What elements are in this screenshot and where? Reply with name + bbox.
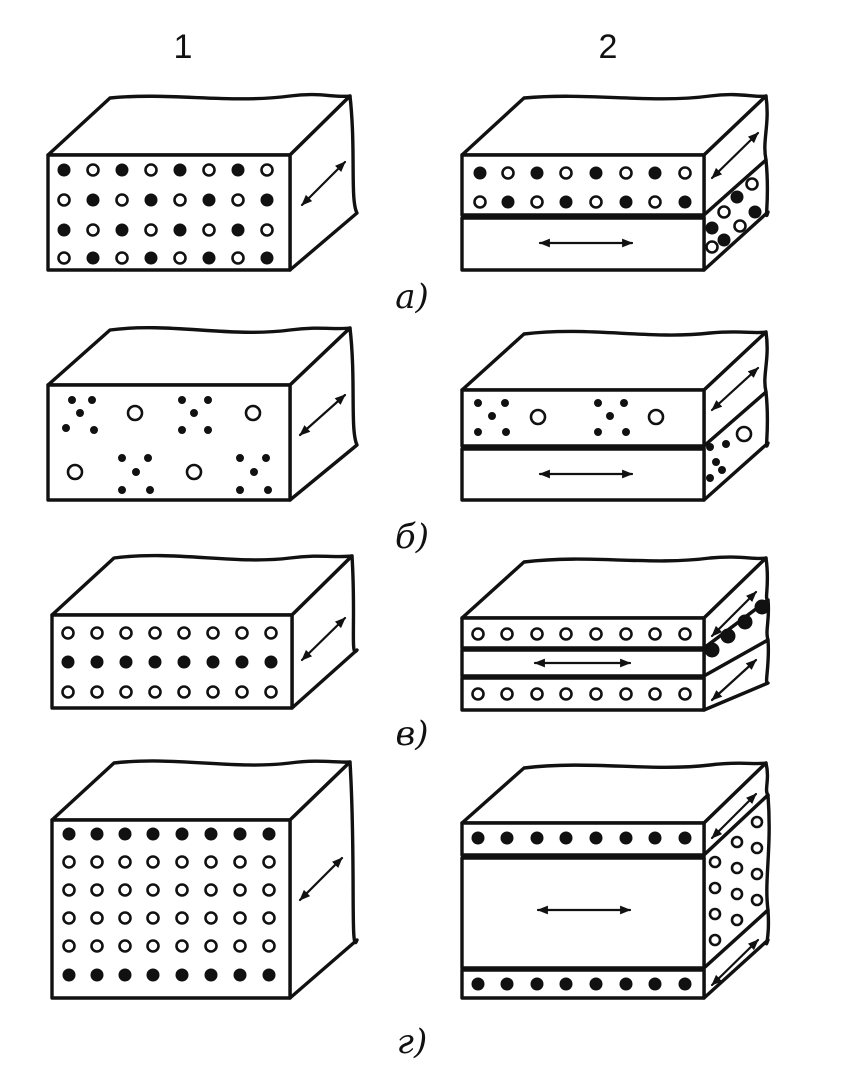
block-1a — [46, 92, 359, 272]
panel-label-g: г) — [397, 1022, 427, 1062]
dot-rows — [57, 163, 274, 265]
block-2a — [460, 92, 770, 272]
column-label-2: 2 — [599, 28, 618, 66]
panel-label-a: а) — [395, 277, 429, 317]
block-2v — [460, 555, 771, 712]
block-1v — [50, 553, 359, 710]
block-2b — [460, 329, 770, 502]
block-1b — [46, 325, 359, 502]
panel-label-b: б) — [395, 517, 429, 557]
panel-label-v: в) — [395, 714, 428, 754]
column-label-1: 1 — [174, 28, 193, 66]
block-2g — [460, 761, 771, 1000]
block-1g — [50, 759, 359, 1000]
orientation-arrow — [300, 160, 347, 207]
